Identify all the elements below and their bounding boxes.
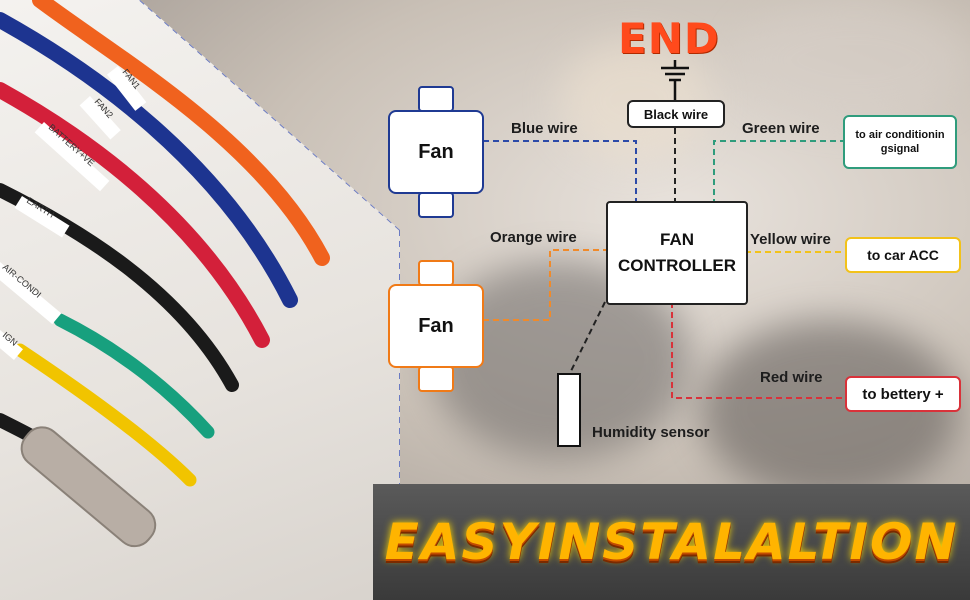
- ground-icon: [661, 60, 689, 100]
- wire-tag-earth: [14, 196, 70, 238]
- banner-text: EASYINSTALALTION: [384, 513, 959, 571]
- end-title: END: [618, 14, 720, 63]
- blue-wire-line: [483, 140, 637, 205]
- black-wire-box: Black wire: [627, 100, 725, 128]
- controller-line-2: CONTROLLER: [617, 256, 737, 275]
- wire-tag-ign: [0, 330, 23, 361]
- yellow-wire-label: Yellow wire: [750, 231, 831, 248]
- wires-illustration: FAN1 FAN2 BATTERY+VE EARTH AIR-CONDI IGN: [0, 0, 400, 600]
- fan-1-top-tab: [418, 86, 454, 112]
- wire-tag-aircon: [0, 262, 62, 325]
- wire-photo-panel: FAN1 FAN2 BATTERY+VE EARTH AIR-CONDI IGN: [0, 0, 400, 600]
- blue-wire-strand: [0, 12, 298, 308]
- red-wire-label: Red wire: [760, 369, 823, 386]
- target-car-acc: to car ACC: [845, 237, 961, 273]
- banner: EASYINSTALALTION: [373, 484, 970, 600]
- fan-1-bottom-tab: [418, 192, 454, 218]
- panel-divider: [139, 0, 400, 231]
- orange-wire-line: [483, 249, 606, 321]
- sensor-wire-line: [569, 301, 606, 374]
- engine-highlight: [740, 0, 970, 120]
- fan-2-top-tab: [418, 260, 454, 286]
- green-wire-label: Green wire: [742, 120, 820, 137]
- green-wire-line: [713, 140, 843, 205]
- humidity-probe-tube: [20, 426, 157, 548]
- humidity-sensor-label: Humidity sensor: [592, 424, 710, 441]
- blue-wire-label: Blue wire: [511, 120, 578, 137]
- wire-tag-fan2: [79, 96, 121, 140]
- fan-2-box: Fan: [388, 284, 484, 368]
- target-air-conditioning: to air conditionin gsignal: [843, 115, 957, 169]
- wire-tag-fan1: [106, 65, 147, 111]
- green-wire-strand: [53, 313, 215, 439]
- humidity-sensor-icon: [557, 373, 581, 447]
- fan-1-box: Fan: [388, 110, 484, 194]
- red-wire-line: [671, 302, 845, 399]
- red-wire-strand: [0, 82, 270, 348]
- yellow-wire-strand: [13, 343, 197, 487]
- fan-controller-box: FAN CONTROLLER: [606, 201, 748, 305]
- orange-wire-strand: [32, 0, 330, 266]
- fan-2-bottom-tab: [418, 366, 454, 392]
- controller-line-1: FAN: [660, 230, 694, 249]
- orange-wire-label: Orange wire: [490, 229, 577, 246]
- wire-tag-battery: [34, 121, 110, 192]
- target-battery: to bettery +: [845, 376, 961, 412]
